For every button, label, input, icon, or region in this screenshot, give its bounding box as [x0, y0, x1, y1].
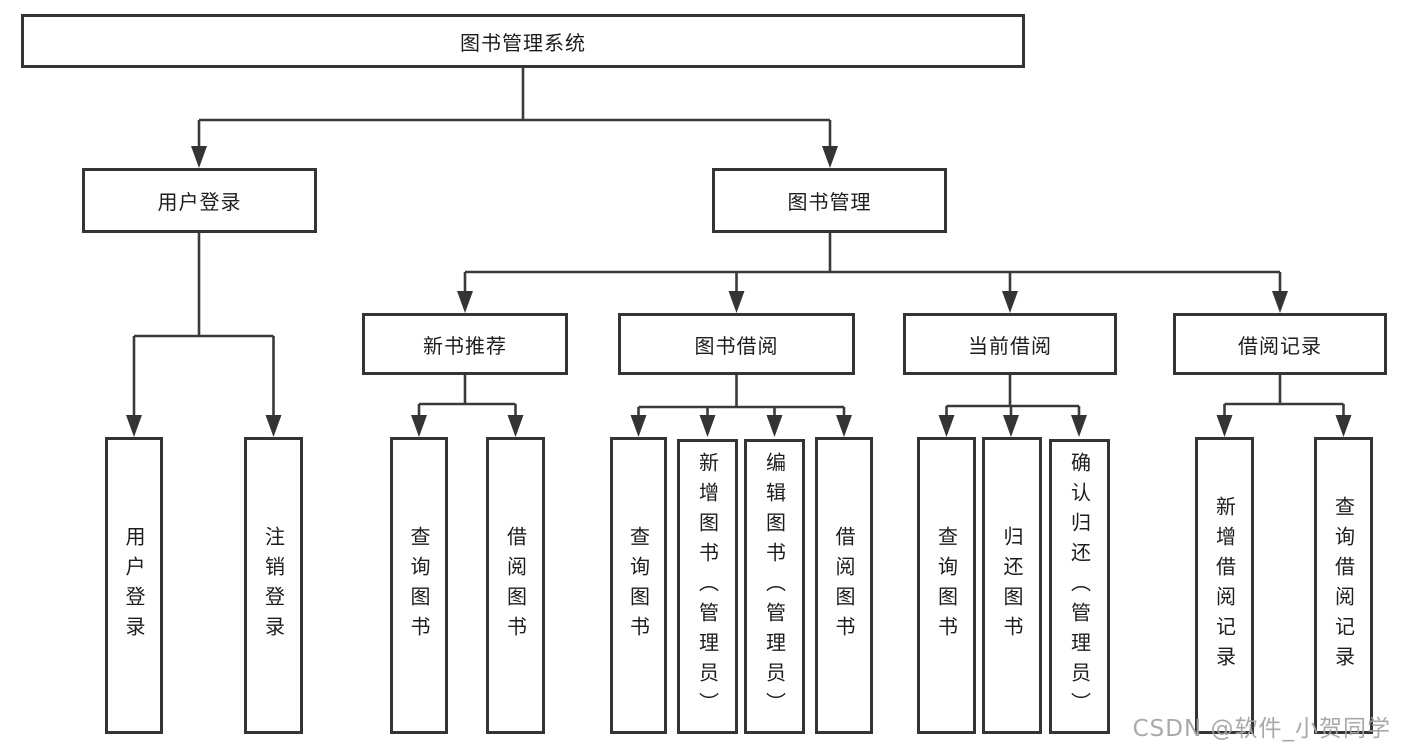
node-label: 确认归还（管理员） [1067, 451, 1092, 722]
node-label: 查询图书 [626, 525, 651, 646]
node-user-login: 用户登录 [82, 168, 317, 233]
node-label: 新增借阅记录 [1212, 495, 1237, 676]
node-label: 借阅图书 [503, 525, 528, 646]
leaf-add-borrow-record: 新增借阅记录 [1195, 437, 1254, 734]
node-label: 图书管理系统 [460, 30, 586, 55]
leaf-borrow-query-books: 查询图书 [610, 437, 667, 734]
node-label: 用户登录 [122, 525, 146, 646]
node-root-library-system: 图书管理系统 [21, 14, 1025, 68]
node-label: 图书借阅 [694, 333, 779, 358]
node-label: 新书推荐 [423, 333, 507, 358]
node-label: 查询借阅记录 [1331, 495, 1356, 676]
node-label: 新增图书（管理员） [695, 451, 720, 722]
node-label: 借阅记录 [1238, 333, 1322, 358]
leaf-recommend-borrow-books: 借阅图书 [486, 437, 545, 734]
leaf-confirm-return-admin: 确认归还（管理员） [1049, 439, 1110, 734]
node-label: 查询图书 [934, 525, 959, 646]
node-label: 归还图书 [1000, 525, 1024, 646]
node-label: 用户登录 [157, 190, 242, 214]
node-new-book-recommendation: 新书推荐 [362, 313, 568, 375]
leaf-edit-books-admin: 编辑图书（管理员） [744, 439, 805, 734]
leaf-return-books: 归还图书 [982, 437, 1042, 734]
node-book-borrowing: 图书借阅 [618, 313, 855, 375]
leaf-query-borrow-record: 查询借阅记录 [1314, 437, 1373, 734]
node-current-borrowing: 当前借阅 [903, 313, 1117, 375]
connector-borrowrecord-to-leaves [1223, 375, 1345, 421]
node-borrowing-records: 借阅记录 [1173, 313, 1387, 375]
node-label: 当前借阅 [968, 333, 1052, 358]
connector-bookmgmt-to-level3 [463, 233, 1282, 297]
leaf-add-books-admin: 新增图书（管理员） [677, 439, 738, 734]
node-label: 编辑图书（管理员） [762, 451, 787, 722]
connector-root-to-level2 [197, 68, 832, 152]
connector-bookborrow-to-leaves [637, 375, 846, 421]
leaf-recommend-query-books: 查询图书 [390, 437, 448, 734]
leaf-user-login: 用户登录 [105, 437, 163, 734]
connector-currentborrow-to-leaves [945, 375, 1081, 421]
node-label: 图书管理 [787, 190, 872, 214]
leaf-logout: 注销登录 [244, 437, 303, 734]
csdn-watermark: CSDN @软件_小贺同学 [1132, 716, 1391, 742]
arrowheads [126, 146, 1352, 437]
connector-newbookrec-to-leaves [417, 375, 517, 421]
connector-userlogin-to-leaves [132, 233, 275, 421]
leaf-borrow-books: 借阅图书 [815, 437, 873, 734]
node-book-management: 图书管理 [712, 168, 947, 233]
node-label: 借阅图书 [832, 525, 856, 646]
leaf-current-query-books: 查询图书 [917, 437, 976, 734]
node-label: 注销登录 [261, 525, 286, 646]
node-label: 查询图书 [407, 525, 431, 646]
